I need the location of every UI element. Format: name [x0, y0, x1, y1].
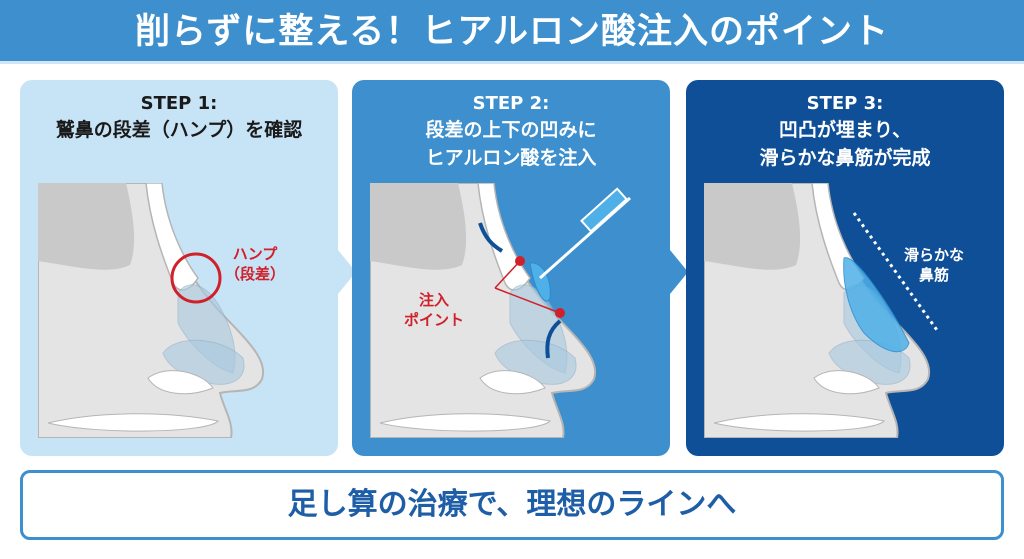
injection-point-label: 注入ポイント: [404, 291, 465, 329]
down-arrow-icon: [478, 222, 504, 253]
nose-illustration-injection: [370, 183, 654, 438]
summary-banner: 足し算の治療で、理想のラインへ: [20, 470, 1004, 540]
step-2-heading: STEP 2:: [472, 93, 550, 114]
arrow-chevron-icon: [670, 250, 688, 294]
step-2-caption-line-1: 段差の上下の凹みに: [425, 119, 597, 141]
step-2-panel: STEP 2: 段差の上下の凹みに ヒアルロン酸を注入 注入ポイント: [352, 80, 670, 456]
step-2-caption-line-2: ヒアルロン酸を注入: [425, 147, 597, 169]
injection-point-lower: [555, 308, 565, 318]
hump-label: ハンプ（段差）: [225, 245, 286, 283]
step-1-panel: STEP 1: 鷲鼻の段差（ハンプ）を確認 ハンプ（段差）: [20, 80, 338, 456]
syringe-icon: [539, 196, 631, 280]
step-3-caption-line-2: 滑らかな鼻筋が完成: [759, 147, 931, 169]
hump-circle-marker: [170, 252, 222, 304]
step-1-caption: 鷲鼻の段差（ハンプ）を確認: [55, 119, 303, 141]
step-3-heading: STEP 3:: [806, 93, 884, 114]
step-3-caption-line-1: 凹凸が埋まり、: [778, 119, 912, 141]
injection-point-upper: [515, 256, 525, 266]
arrow-chevron-icon: [338, 250, 356, 294]
up-arrow-icon: [545, 319, 562, 359]
step-3-panel: STEP 3: 凹凸が埋まり、 滑らかな鼻筋が完成 滑らかな鼻筋: [686, 80, 1004, 456]
smooth-bridge-label: 滑らかな鼻筋: [904, 246, 965, 284]
nose-illustration-result: [704, 183, 988, 438]
nose-illustration-hump: [38, 183, 322, 438]
step-1-heading: STEP 1:: [140, 93, 218, 114]
page-title: 削らずに整える！ヒアルロン酸注入のポイント: [0, 0, 1024, 64]
filler-shape: [843, 257, 910, 353]
